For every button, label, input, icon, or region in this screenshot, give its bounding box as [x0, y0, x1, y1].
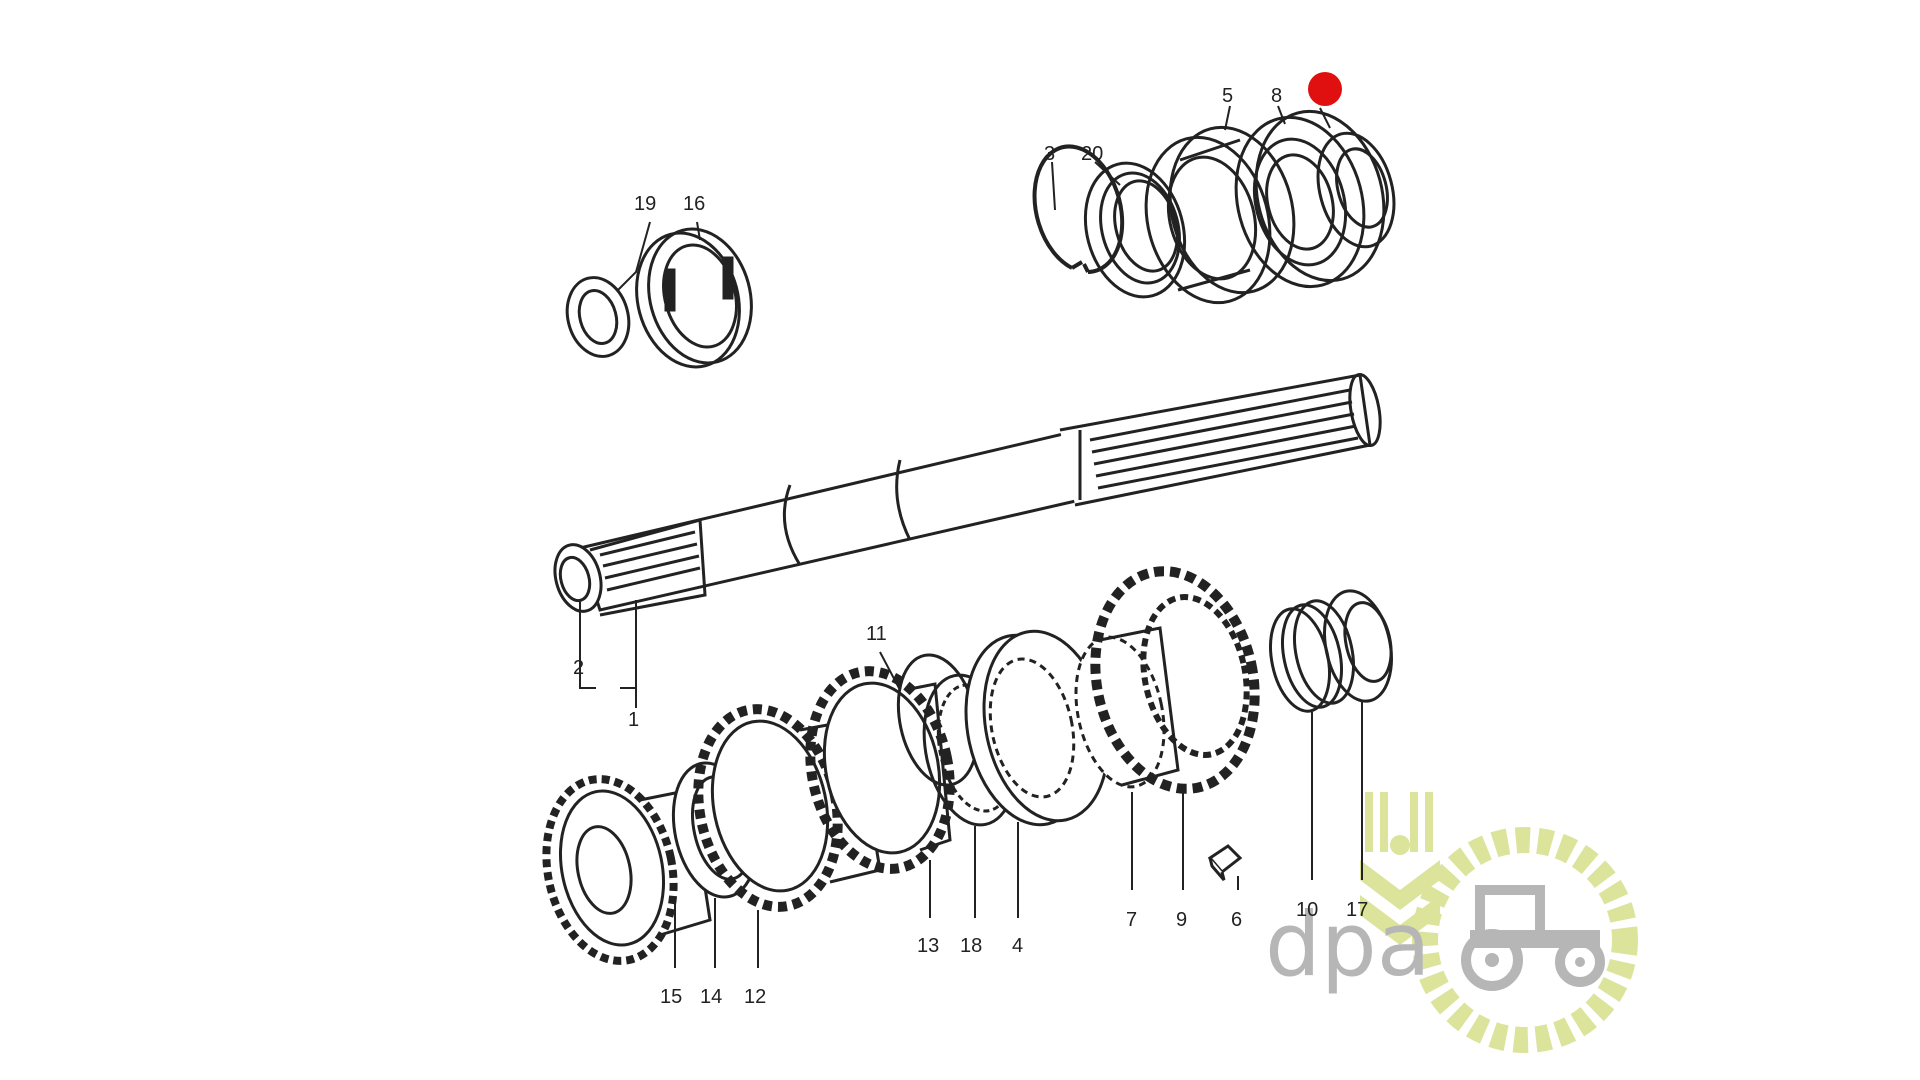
callout-8: 8	[1271, 85, 1282, 107]
callout-5: 5	[1222, 85, 1233, 107]
callout-4: 4	[1012, 935, 1023, 957]
callout-13: 13	[917, 935, 939, 957]
part-8-roller-bearing	[1234, 109, 1386, 289]
callout-10: 10	[1296, 899, 1318, 921]
dpa-logo: dpa	[1265, 792, 1638, 1053]
callout-20: 20	[1081, 143, 1103, 165]
red-dot-marker	[1308, 72, 1342, 106]
callout-15: 15	[660, 986, 682, 1008]
callout-19: 19	[634, 193, 656, 215]
callout-18: 18	[960, 935, 982, 957]
tractor-icon	[1461, 885, 1605, 991]
callout-labels: 1 2 3 4 5 6 7 8 9 10 11 12 13 14 15 16 1…	[573, 85, 1368, 1008]
part-15-gear	[542, 775, 712, 965]
part-16-bearing-cup	[635, 227, 753, 369]
callout-2: 2	[573, 657, 584, 679]
part-3-snap-ring	[1032, 144, 1125, 274]
part-1-main-shaft	[553, 372, 1382, 617]
callout-3: 3	[1044, 143, 1055, 165]
part-19-washer	[565, 276, 631, 358]
callout-11: 11	[866, 623, 887, 645]
callout-7: 7	[1126, 909, 1137, 931]
part-20-ring	[1083, 161, 1187, 299]
leader-lines	[579, 105, 1363, 968]
part-6-key	[1207, 844, 1243, 881]
part-nut	[1316, 131, 1396, 249]
callout-12: 12	[744, 986, 766, 1008]
part-5-bearing	[1144, 125, 1296, 305]
callout-14: 14	[700, 986, 722, 1008]
callout-17: 17	[1346, 899, 1368, 921]
part-17-nut	[1323, 589, 1393, 703]
callout-16: 16	[683, 193, 705, 215]
callout-1: 1	[628, 709, 639, 731]
part-9-gear	[1090, 566, 1260, 794]
watermark-text: dpa	[1265, 893, 1431, 996]
part-13-gear	[805, 666, 955, 874]
callout-6: 6	[1231, 909, 1242, 931]
callout-9: 9	[1176, 909, 1187, 931]
